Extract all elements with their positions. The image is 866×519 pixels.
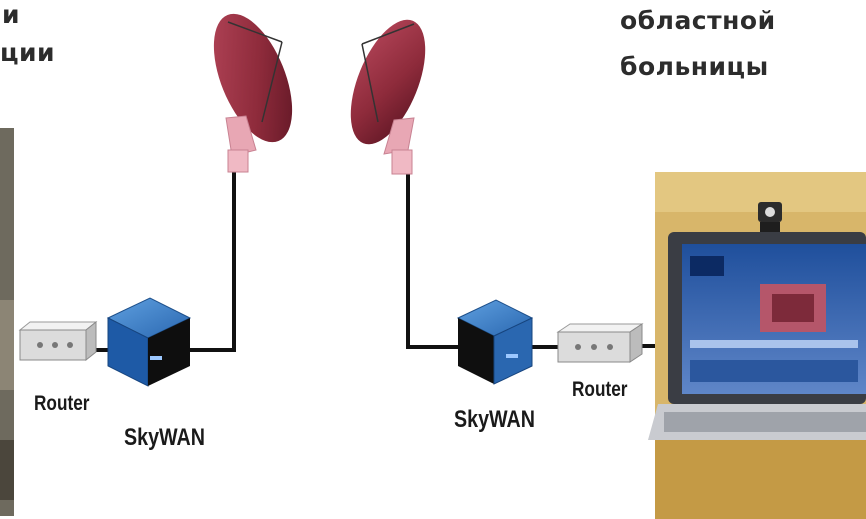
skywan-modem-icon-left [108,298,190,386]
skywan-label-left: SkyWAN [124,424,205,452]
satellite-dish-icon-right [335,10,440,174]
router-icon-right [558,324,642,362]
router-icon-left [20,322,96,360]
laptop-icon [648,232,866,440]
skywan-modem-icon-right [458,300,532,384]
skywan-label-right: SkyWAN [454,406,535,434]
satellite-dish-icon-left [198,3,308,172]
router-label-left: Router [34,392,89,416]
router-label-right: Router [572,378,627,402]
left-photo-fragment [0,128,14,516]
